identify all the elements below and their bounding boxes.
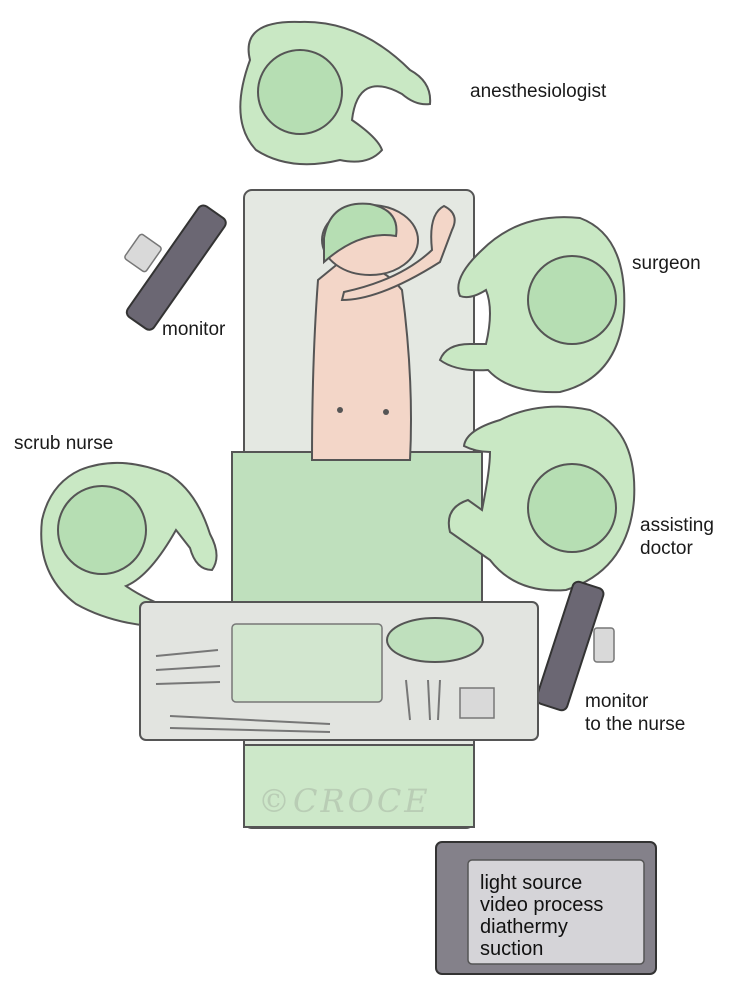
- label-surgeon: surgeon: [632, 252, 701, 275]
- tower-line-diathermy: diathermy: [480, 916, 603, 938]
- tower-line-suction: suction: [480, 938, 603, 960]
- tower-label: light source video process diathermy suc…: [480, 872, 603, 960]
- instrument-tray: [140, 602, 538, 740]
- label-monitor-nurse-line1: monitor: [585, 690, 648, 713]
- tower-line-light-source: light source: [480, 872, 603, 894]
- label-assisting-doctor-line2: doctor: [640, 537, 693, 560]
- tower-line-video-process: video process: [480, 894, 603, 916]
- label-monitor: monitor: [162, 318, 225, 341]
- label-anesthesiologist: anesthesiologist: [470, 80, 606, 103]
- label-monitor-nurse-line2: to the nurse: [585, 713, 685, 736]
- label-scrub-nurse: scrub nurse: [14, 432, 113, 455]
- surgical-drape: [232, 452, 482, 602]
- anesthesiologist-figure: [240, 22, 430, 164]
- monitor-top: [124, 203, 228, 332]
- artist-signature: ©CROCE: [258, 782, 431, 820]
- label-assisting-doctor-line1: assisting: [640, 514, 714, 537]
